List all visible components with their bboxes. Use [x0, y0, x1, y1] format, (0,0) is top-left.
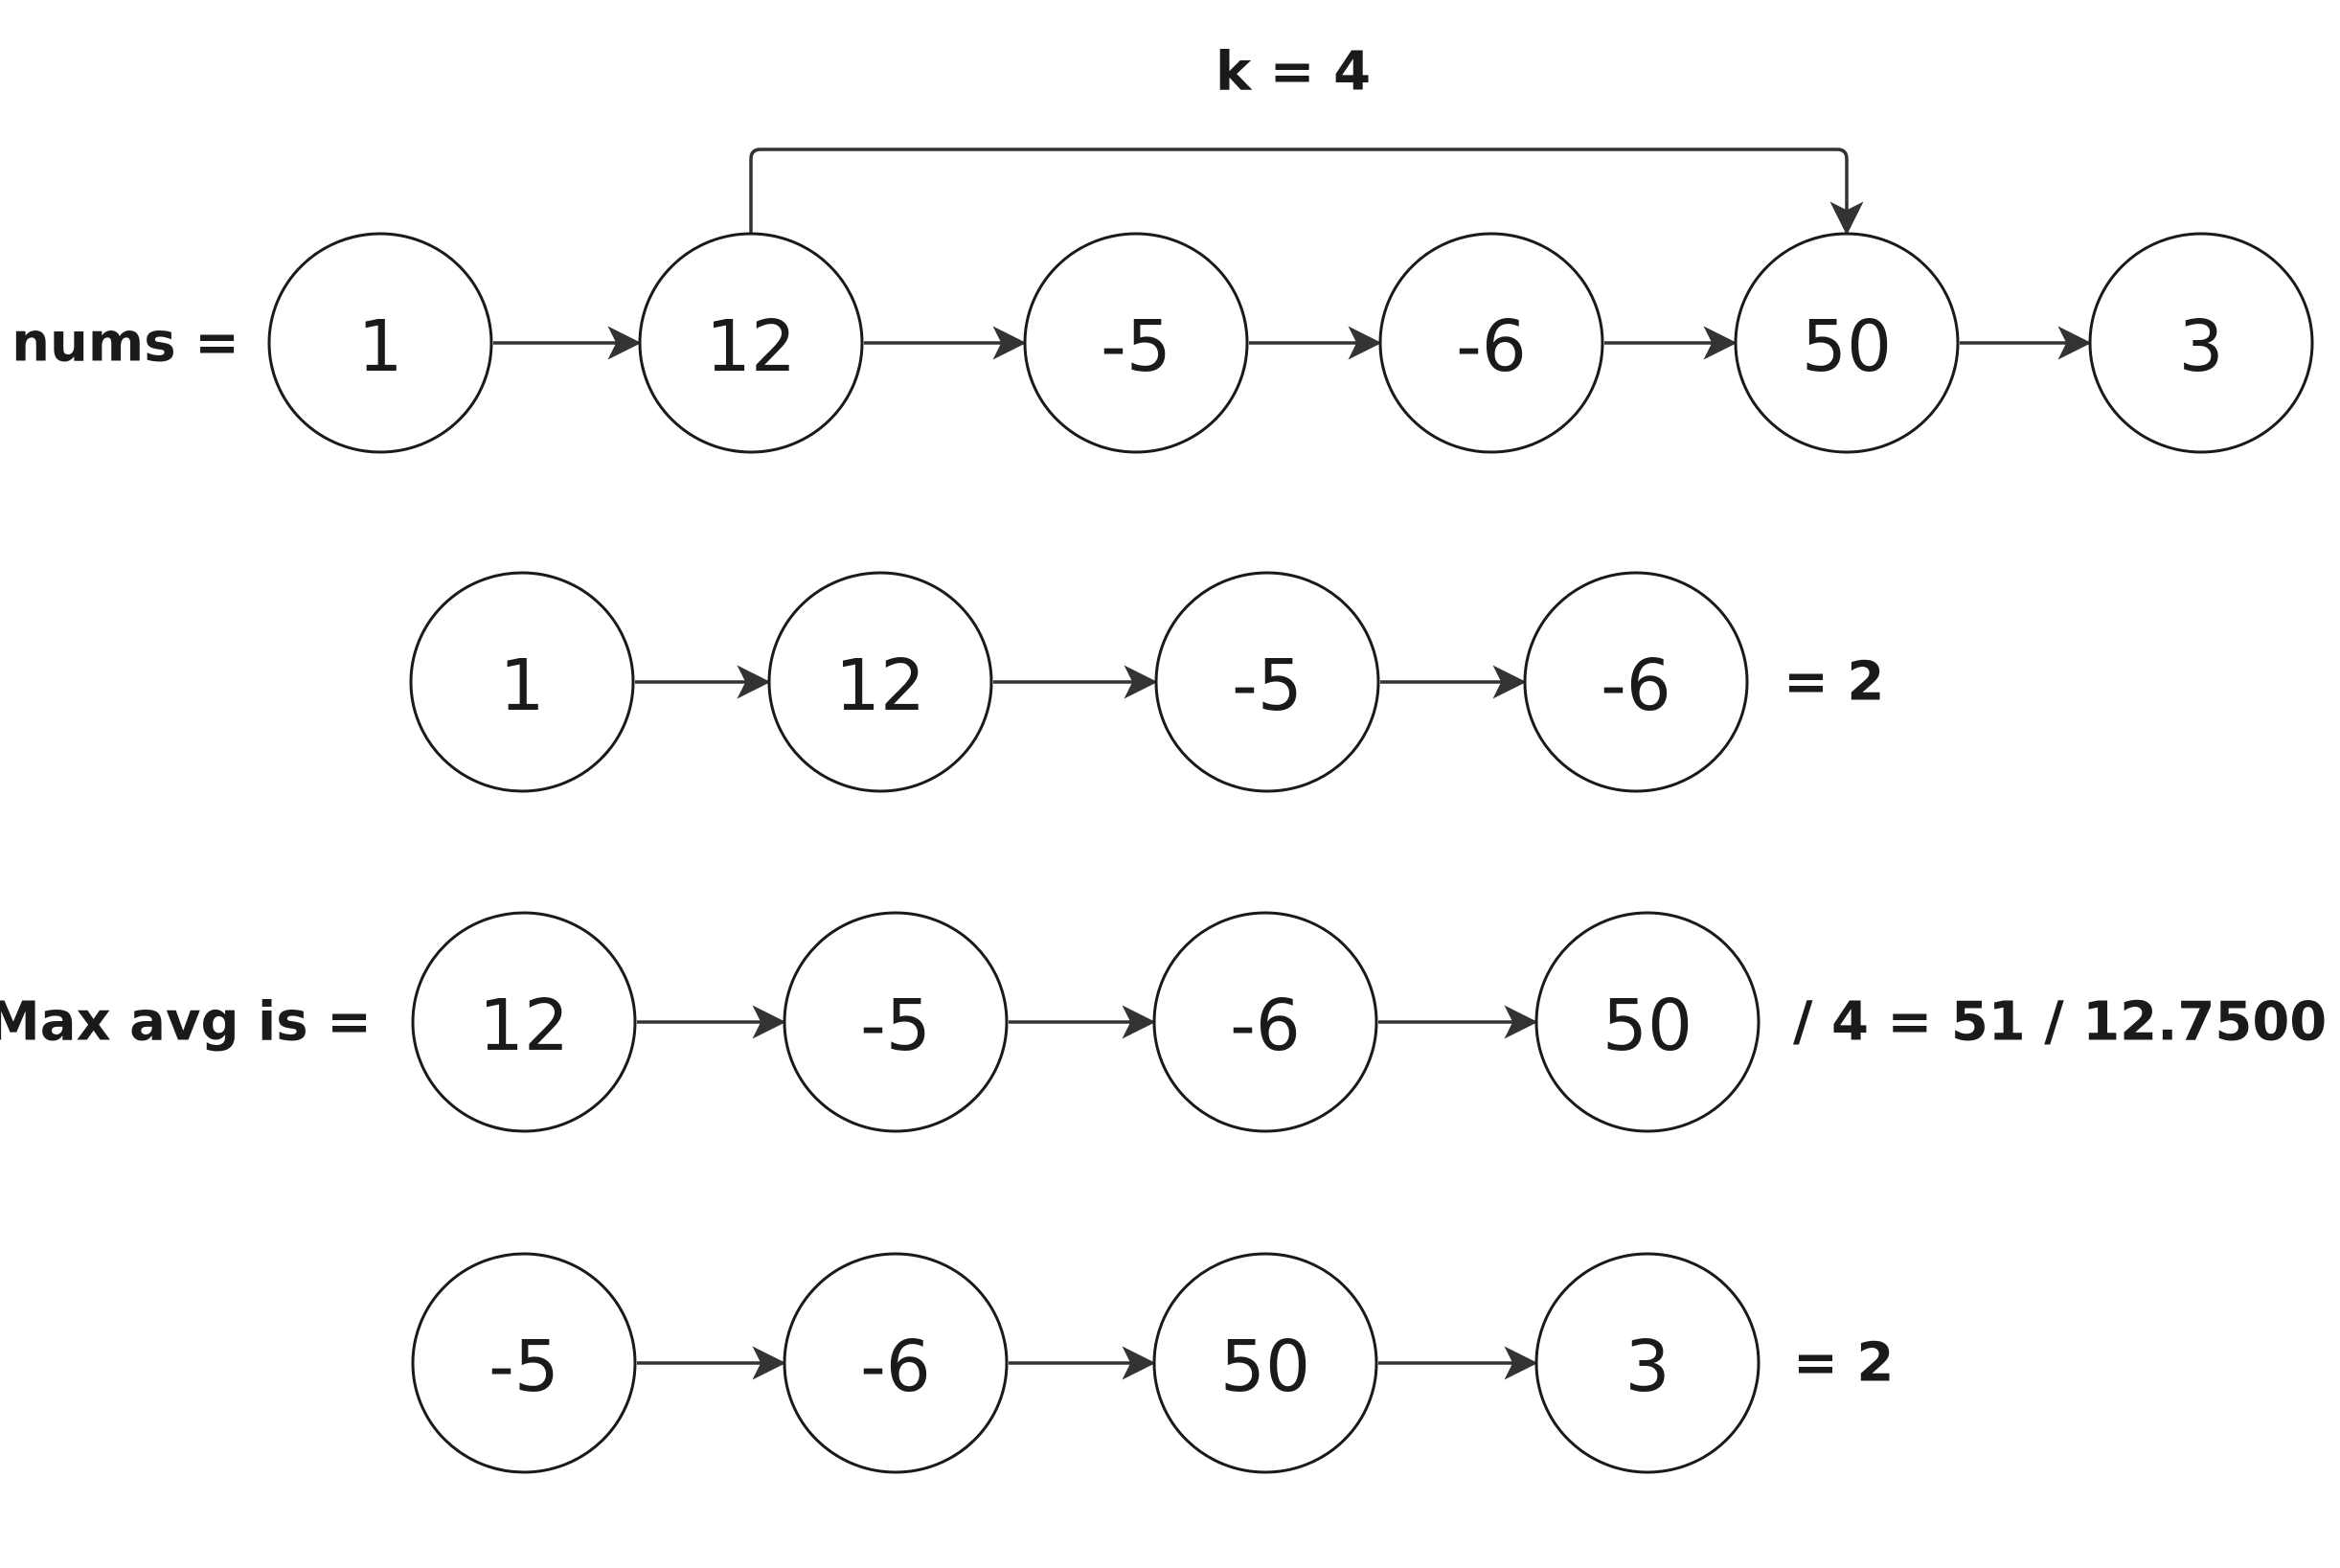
list-node: 1 — [409, 571, 635, 793]
node-value: 12 — [706, 306, 796, 388]
node-circle — [1523, 571, 1749, 793]
node-value: -5 — [1101, 306, 1171, 388]
row-prefix-label: nums = — [11, 312, 239, 375]
row-nums: 1 12 -5 -6 50 3 nums = — [11, 232, 2314, 454]
node-circle — [783, 911, 1009, 1133]
row-window-3: -5 -6 50 3 = 2 — [411, 1252, 1894, 1474]
node-circle — [1152, 911, 1378, 1133]
list-node: 50 — [1534, 911, 1761, 1133]
node-circle — [783, 1252, 1009, 1474]
node-value: 1 — [357, 306, 402, 388]
list-node: -5 — [411, 1252, 637, 1474]
node-circle — [1023, 232, 1249, 454]
list-node: -5 — [1154, 571, 1380, 793]
list-node: 12 — [767, 571, 993, 793]
node-value: 3 — [2178, 306, 2223, 388]
node-circle — [409, 571, 635, 793]
node-value: -5 — [860, 985, 931, 1067]
window-size-bracket-arrow — [749, 148, 1864, 236]
node-value: -6 — [860, 1326, 931, 1408]
list-node: 12 — [638, 232, 864, 454]
node-value: 12 — [835, 645, 925, 727]
node-circle — [1534, 1252, 1761, 1474]
node-circle — [767, 571, 993, 793]
node-value: -5 — [1232, 645, 1303, 727]
row-window-1: 1 12 -5 -6 = 2 — [409, 571, 1884, 793]
list-node: 1 — [267, 232, 493, 454]
node-circle — [411, 1252, 637, 1474]
node-value: -6 — [1601, 645, 1671, 727]
k-label: k = 4 — [1215, 41, 1371, 103]
row-result-label: = 2 — [1783, 651, 1884, 714]
node-circle — [638, 232, 864, 454]
list-node: -6 — [1152, 911, 1378, 1133]
node-value: 3 — [1624, 1326, 1670, 1408]
node-circle — [1534, 911, 1761, 1133]
node-circle — [1734, 232, 1960, 454]
node-circle — [411, 911, 637, 1133]
node-value: -6 — [1230, 985, 1301, 1067]
node-circle — [1152, 1252, 1378, 1474]
list-node: 50 — [1152, 1252, 1378, 1474]
node-circle — [1154, 571, 1380, 793]
list-node: -5 — [1023, 232, 1249, 454]
node-value: 12 — [479, 985, 569, 1067]
row-result-label: / 4 = 51 / 12.7500 — [1793, 991, 2327, 1054]
list-node: -5 — [783, 911, 1009, 1133]
list-node: 3 — [1534, 1252, 1761, 1474]
list-node: 50 — [1734, 232, 1960, 454]
list-node: -6 — [1378, 232, 1604, 454]
row-result-label: = 2 — [1793, 1332, 1894, 1395]
row-window-2-max: 12 -5 -6 50 Max avg is = / 4 = 51 / 12.7500 — [0, 911, 2327, 1133]
list-node: -6 — [1523, 571, 1749, 793]
node-circle — [267, 232, 493, 454]
node-value: 1 — [499, 645, 544, 727]
node-value: -5 — [488, 1326, 559, 1408]
node-circle — [2088, 232, 2314, 454]
node-value: 50 — [1802, 306, 1892, 388]
node-value: 50 — [1220, 1326, 1310, 1408]
node-circle — [1378, 232, 1604, 454]
list-node: -6 — [783, 1252, 1009, 1474]
row-prefix-label: Max avg is = — [0, 991, 372, 1054]
list-node: 3 — [2088, 232, 2314, 454]
list-node: 12 — [411, 911, 637, 1133]
node-value: -6 — [1456, 306, 1527, 388]
node-value: 50 — [1602, 985, 1693, 1067]
